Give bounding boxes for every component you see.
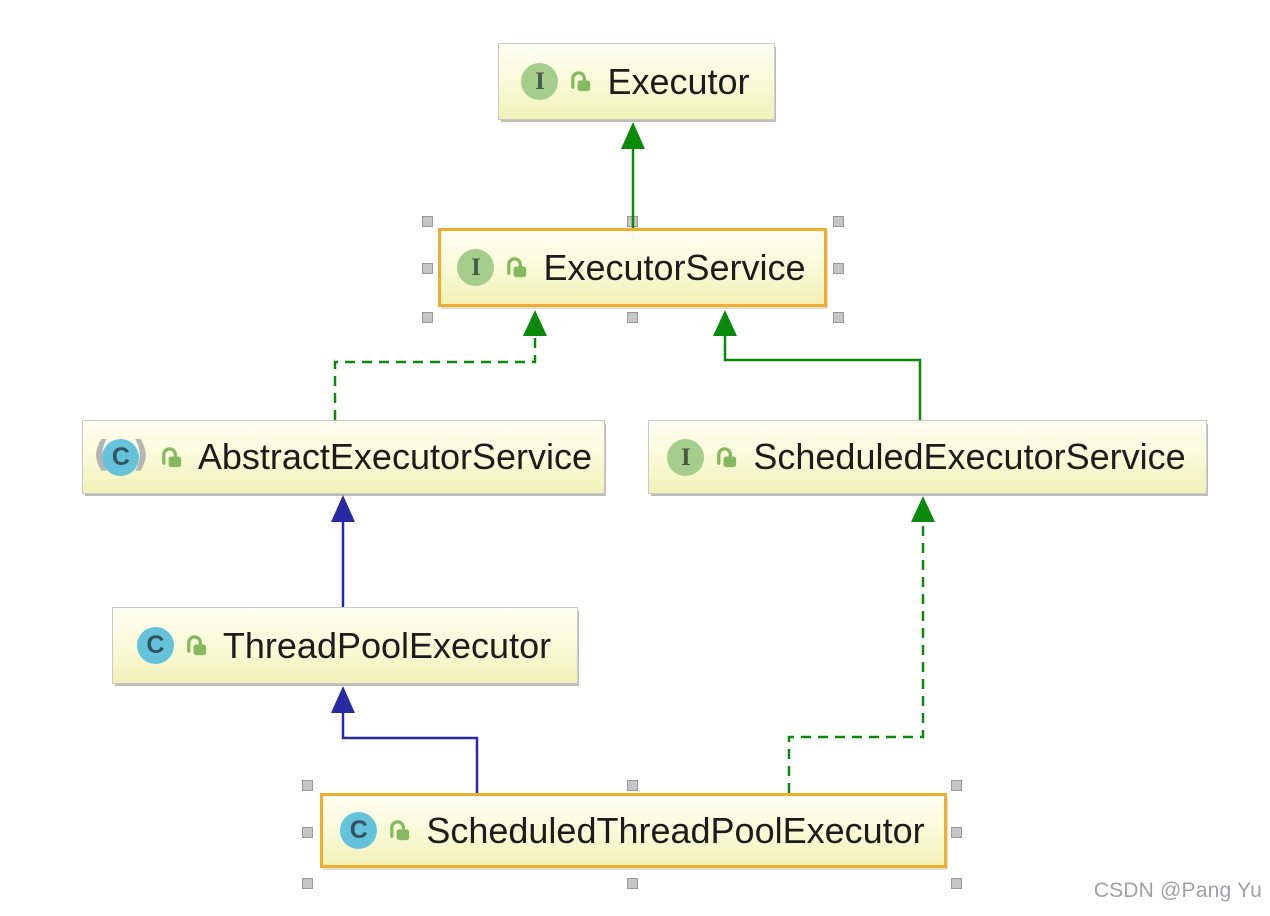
selection-handle[interactable] [951,780,962,791]
class-icon: C [340,812,378,849]
class-node-threadpoolexecutor[interactable]: C ThreadPoolExecutor [112,607,578,684]
selection-handle[interactable] [951,878,962,889]
interface-icon: I [667,438,705,476]
class-node-scheduledexecutorservice[interactable]: I ScheduledExecutorService [648,420,1207,494]
selection-handle[interactable] [951,827,962,838]
class-name: AbstractExecutorService [197,436,593,477]
class-name: ScheduledThreadPoolExecutor [426,809,925,851]
class-node-abstractexecutorservice[interactable]: C AbstractExecutorService [82,420,605,494]
edge-executorservice-extends-executor[interactable] [621,122,645,228]
class-icon: C [136,627,174,664]
selection-handle[interactable] [302,780,313,791]
selection-handle[interactable] [422,263,433,274]
selection-handle[interactable] [422,216,433,227]
class-icon: C [102,438,140,476]
public-lock-icon [159,444,184,471]
selection-handle[interactable] [302,878,313,889]
public-lock-icon [184,632,209,659]
interface-icon: I [457,249,495,286]
interface-icon: I [521,63,559,100]
selection-handle[interactable] [833,263,844,274]
selection-handle[interactable] [302,827,313,838]
class-node-executor[interactable]: I Executor [498,43,775,120]
class-name: ExecutorService [543,246,806,288]
selection-handle[interactable] [627,216,638,227]
selection-handle[interactable] [627,312,638,323]
watermark-text: CSDN @Pang Yu [1093,879,1262,902]
class-node-scheduledthreadpoolexecutor[interactable]: C ScheduledThreadPoolExecutor [320,793,947,868]
edge-threadpoolexecutor-extends-abstractexecutorservice[interactable] [331,495,355,607]
edge-scheduledexecutorservice-extends-executorservice[interactable] [713,310,922,420]
public-lock-icon [504,254,529,281]
edge-abstractexecutorservice-implements-executorservice[interactable] [333,310,547,420]
class-name: Executor [607,60,750,102]
selection-handle[interactable] [833,312,844,323]
selection-handle[interactable] [422,312,433,323]
public-lock-icon [387,817,412,844]
public-lock-icon [714,444,739,471]
selection-handle[interactable] [627,780,638,791]
public-lock-icon [568,68,593,95]
class-name: ScheduledExecutorService [753,436,1186,477]
selection-handle[interactable] [833,216,844,227]
class-name: ThreadPoolExecutor [222,624,552,666]
selection-handle[interactable] [627,878,638,889]
edge-scheduledthreadpoolexecutor-implements-scheduledexecutorservice[interactable] [787,496,935,793]
abstract-class-icon: C [93,438,149,476]
edge-scheduledthreadpoolexecutor-extends-threadpoolexecutor[interactable] [331,686,479,793]
class-node-executorservice[interactable]: I ExecutorService [438,228,827,307]
